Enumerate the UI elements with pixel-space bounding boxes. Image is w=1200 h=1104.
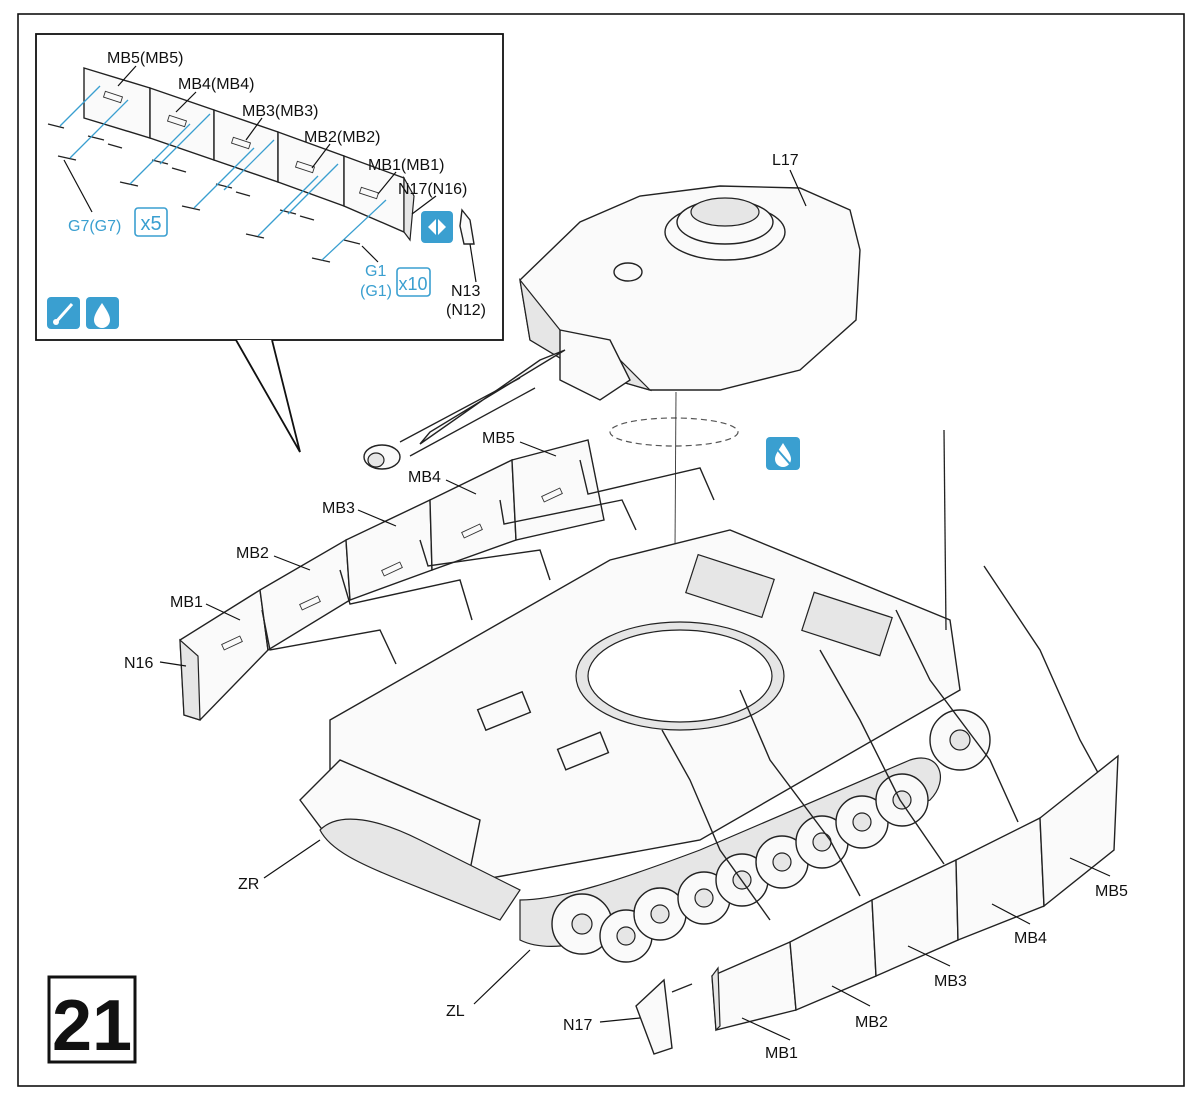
label-n16: N16 [124,655,153,672]
glue-drop-icon [86,297,119,329]
glue-applicator-icon [47,297,80,329]
hull [299,529,991,881]
guide-mb5 [579,459,715,501]
svg-text:x5: x5 [140,213,161,235]
label-mb2-top: MB2 [236,545,269,562]
inset-label-mb4: MB4(MB4) [178,76,254,93]
label-mb5-bottom: MB5 [1095,883,1128,900]
mirror-part-icon [421,211,453,243]
guide-lower-5 [983,565,1103,781]
do-not-glue-icon [766,437,800,470]
label-zl: ZL [446,1003,465,1020]
inset-label-n12: (N12) [446,302,486,319]
label-mb3-bottom: MB3 [934,973,967,990]
label-mb3-top: MB3 [322,500,355,517]
inset-armor-plates [83,67,415,242]
guide-lower-4 [895,609,1019,823]
turret [363,185,861,470]
inset-label-n17: N17(N16) [398,181,467,198]
inset-label-g7: G7(G7) [68,218,121,235]
g7-quantity-badge: x5 [134,207,168,237]
label-mb1-top: MB1 [170,594,203,611]
step-number-box: 21 [47,975,137,1066]
label-n17: N17 [563,1017,592,1034]
inset-blue-arrows [59,85,387,261]
guide-mb4 [499,499,637,531]
label-mb5-top: MB5 [482,430,515,447]
label-mb2-bottom: MB2 [855,1014,888,1031]
inset-panel: MB5(MB5) MB4(MB4) MB3(MB3) MB2(MB2) MB1(… [35,33,504,453]
inset-label-mb5: MB5(MB5) [107,50,183,67]
inset-label-mb2: MB2(MB2) [304,129,380,146]
turret-rotation-path [609,417,739,447]
inset-pins [47,123,361,263]
inset-label-mb1: MB1(MB1) [368,157,444,174]
n17-arrow [671,983,693,993]
g1-quantity-badge: x10 [396,267,431,297]
page-border [17,13,1185,1087]
skirt-armor-right [711,754,1119,1032]
label-zr: ZR [238,876,259,893]
inset-label-g1: G1 [365,263,386,280]
step-number: 21 [52,986,132,1066]
label-l17: L17 [772,152,799,169]
skirt-armor-left [179,439,605,721]
guide-lower-1 [661,729,771,921]
guide-mb1 [261,609,397,665]
guide-lower-3 [819,649,945,865]
label-mb4-bottom: MB4 [1014,930,1047,947]
guide-mb3 [419,539,551,581]
label-mb4-top: MB4 [408,469,441,486]
antenna [943,429,947,631]
label-mb1-bottom: MB1 [765,1045,798,1062]
inset-label-g1-alt: (G1) [360,283,392,300]
inset-label-mb3: MB3(MB3) [242,103,318,120]
guide-lower-2 [739,689,861,897]
road-wheels [551,773,929,963]
n13-part [459,208,475,245]
track-right [319,818,521,921]
svg-text:x10: x10 [398,274,427,294]
guide-mb2 [339,569,473,621]
inset-label-n13: N13 [451,283,480,300]
n17-part [635,978,673,1055]
